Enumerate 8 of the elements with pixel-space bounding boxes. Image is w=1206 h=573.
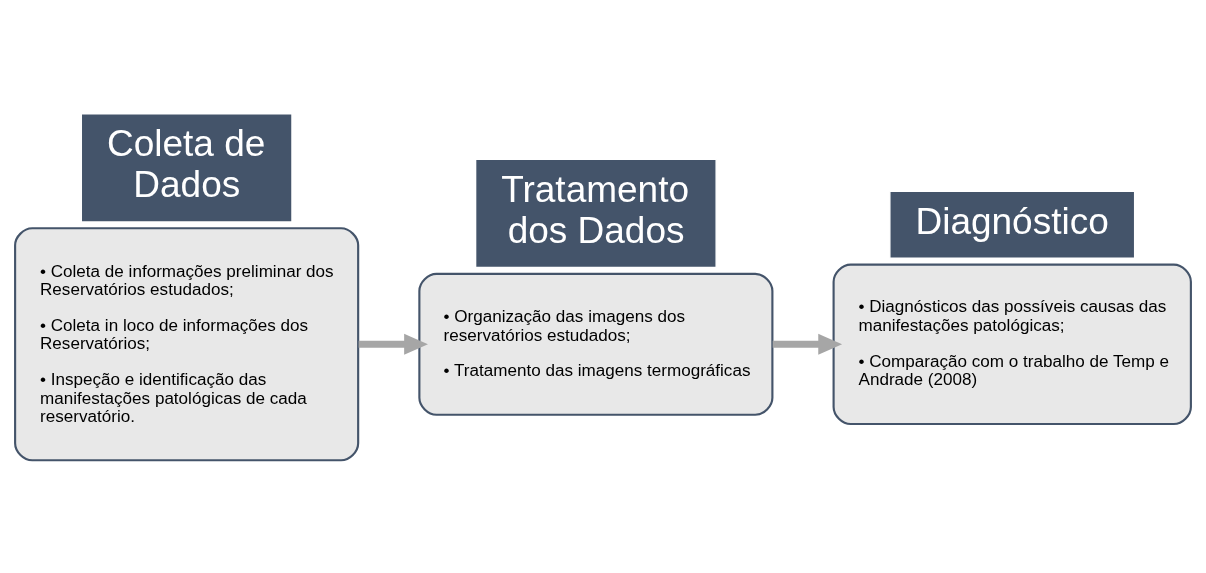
- node-box: • Coleta de informações preliminar dos Reservatórios estudados; • Coleta in loco de informações dos Reservatórios; • Inspeção e identificação das manifestações patológicas de cada reservatório.: [14, 226, 360, 461]
- node-box: • Diagnósticos das possíveis causas das manifestações patológicas; • Comparação com o trabalho de Temp e Andrade (2008): [832, 263, 1192, 425]
- arrow: [358, 333, 428, 355]
- node-box: Coleta de Dados: [80, 112, 293, 223]
- node-box: Tratamento dos Dados: [474, 158, 717, 268]
- node-box: Diagnóstico: [889, 190, 1136, 259]
- arrow: [772, 333, 843, 355]
- node-box: • Organização das imagens dos reservatórios estudados; • Tratamento das imagens termográficas: [418, 272, 774, 416]
